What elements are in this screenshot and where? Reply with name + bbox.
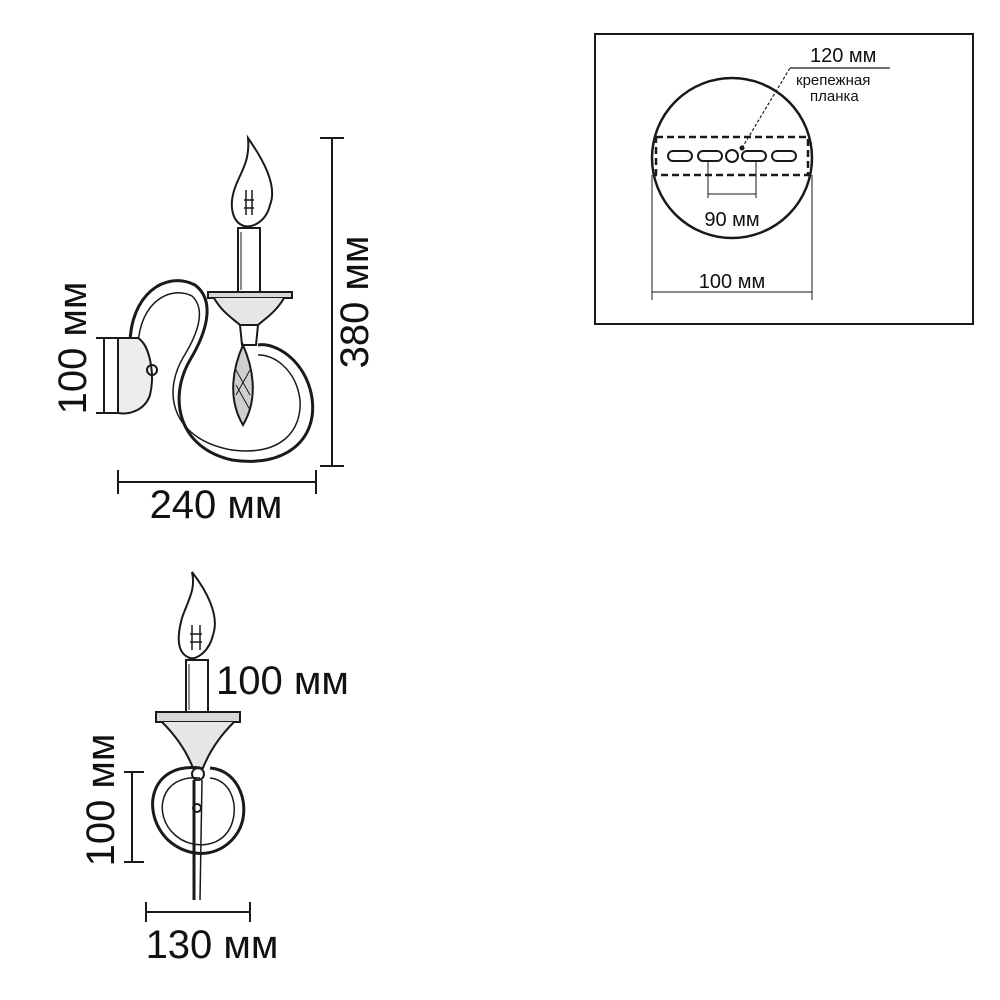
side-dimensions — [96, 137, 344, 494]
front-drip-tray — [155, 711, 241, 723]
front-view — [151, 571, 246, 901]
mounting-caption-line1: крепежная — [796, 72, 870, 89]
side-crystal-pendant — [232, 342, 254, 427]
front-ring-arm — [151, 766, 246, 855]
mounting-detail — [650, 67, 890, 300]
hole-spacing-label: 90 мм — [704, 209, 759, 231]
front-flame-icon — [177, 571, 216, 660]
mounting-base-circle — [650, 76, 814, 240]
side-bulb-filament — [244, 190, 254, 215]
side-flame-icon — [230, 134, 274, 228]
side-curved-arm — [128, 279, 315, 463]
side-backplate-label: 100 мм — [51, 282, 95, 415]
mounting-plate — [654, 135, 810, 177]
mounting-detail-frame — [594, 33, 974, 325]
width-label: 240 мм — [150, 483, 283, 527]
front-width-label: 130 мм — [146, 923, 279, 967]
side-drip-tray — [207, 291, 293, 299]
mounting-caption-line2: планка — [810, 88, 859, 105]
front-backplate-label: 100 мм — [79, 734, 123, 867]
side-backplate — [117, 337, 153, 415]
mounting-plate-label: 120 мм — [810, 45, 876, 67]
side-view — [117, 134, 315, 463]
mounting-diameter-label: 100 мм — [699, 271, 765, 293]
height-label: 380 мм — [333, 236, 377, 369]
front-dimensions — [124, 711, 251, 922]
front-candle-label: 100 мм — [216, 659, 349, 703]
